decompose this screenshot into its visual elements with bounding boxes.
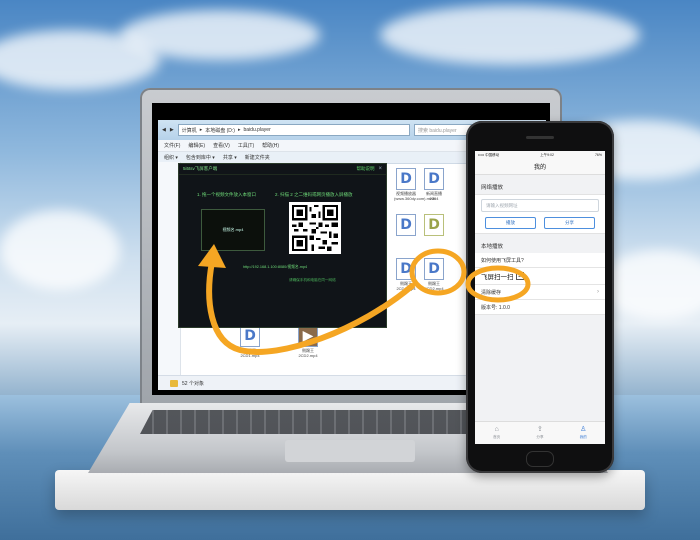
share-icon: ⇪ <box>537 426 543 433</box>
include-library-button[interactable]: 包含到库中 ▾ <box>185 155 215 161</box>
network-hint: 请确保手机和电脑在同一网络 <box>289 278 336 282</box>
breadcrumb-folder[interactable]: baidu.player <box>243 127 271 133</box>
laptop-trackpad <box>285 440 415 462</box>
new-folder-button[interactable]: 新建文件夹 <box>244 155 270 161</box>
carrier-label: ••••• 中国移动 <box>478 152 500 157</box>
file-item[interactable]: D 视频播放器(www.360dy.com).rmvb <box>394 168 436 201</box>
tab-share[interactable]: ⇪ 分享 <box>536 426 544 439</box>
smartphone: ••••• 中国移动 上午9:02 76% 我的 网络播放 播放 分享 本地播放… <box>466 121 614 473</box>
phone-status-bar: ••••• 中国移动 上午9:02 76% <box>475 151 605 159</box>
share-button[interactable]: 分享 <box>544 217 595 229</box>
version-row: 版本号: 1.0.0 <box>475 300 605 315</box>
menu-edit[interactable]: 编辑(E) <box>188 143 206 149</box>
file-item[interactable]: D 侧踢王2CD1.mp4 <box>238 325 262 358</box>
video-file-icon: D <box>396 168 416 190</box>
file-item[interactable]: D <box>394 214 418 237</box>
play-button[interactable]: 播放 <box>485 217 536 229</box>
phone-screen: ••••• 中国移动 上午9:02 76% 我的 网络播放 播放 分享 本地播放… <box>475 151 605 444</box>
video-file-icon: D <box>424 168 444 190</box>
menu-tools[interactable]: 工具(T) <box>237 143 255 149</box>
clear-cache-row[interactable]: 清除缓存 › <box>475 285 605 300</box>
phone-nav-bar: 我的 <box>475 159 605 175</box>
video-thumbnail-icon: ▶ <box>298 325 318 347</box>
dialog-title: 5i5tsv飞屏客户端 <box>183 166 218 171</box>
video-file-icon: D <box>240 325 260 347</box>
step-2-text: 2. 扫描 2 之二维码或网页播放入屏播放 <box>275 192 353 197</box>
status-count: 52 个对象 <box>182 380 204 387</box>
qr-code <box>289 202 341 254</box>
dropped-file-name: 视频名.mp4 <box>222 227 244 232</box>
table-surface <box>55 470 645 510</box>
tab-home[interactable]: ⌂ 首页 <box>493 426 501 439</box>
page-title: 我的 <box>533 165 546 171</box>
file-item[interactable]: D 侧踢王2CD1.mp4 <box>394 258 418 291</box>
tab-mine[interactable]: ♙ 我的 <box>579 426 587 439</box>
forward-icon[interactable]: ▶ <box>169 127 174 133</box>
dialog-titlebar: 5i5tsv飞屏客户端 帮助说明 × <box>179 164 386 175</box>
qr-code-icon <box>292 205 338 251</box>
feiping-scan-label: 飞屏扫一扫 <box>481 274 514 281</box>
video-url-input[interactable] <box>481 199 599 212</box>
address-bar[interactable]: 计算机 ▸ 本地磁盘 (D:) ▸ baidu.player <box>177 124 410 136</box>
drop-zone[interactable]: 视频名.mp4 <box>201 209 265 251</box>
stream-url[interactable]: http://192.168.1.100:8080/视频名.mp4 <box>243 265 308 269</box>
video-file-icon: D <box>424 258 444 280</box>
close-icon[interactable]: × <box>378 166 382 172</box>
home-button[interactable] <box>526 451 554 467</box>
video-file-icon: D <box>396 258 416 280</box>
breadcrumb-drive[interactable]: 本地磁盘 (D:) <box>205 127 235 134</box>
phone-tab-bar: ⌂ 首页 ⇪ 分享 ♙ 我的 <box>475 421 605 444</box>
home-icon: ⌂ <box>494 426 499 433</box>
network-play-label: 网络播放 <box>481 185 504 191</box>
clock-label: 上午9:02 <box>540 152 554 157</box>
back-icon[interactable]: ◀ <box>162 127 166 133</box>
file-item[interactable]: ▶ 侧踢王2CD2.mp4 <box>296 325 320 358</box>
file-item[interactable]: D 侧踢王2CD2.mp4 <box>422 258 446 291</box>
folder-icon <box>170 379 178 387</box>
scan-icon: ⌗ <box>515 272 524 280</box>
video-file-icon: D <box>424 214 444 236</box>
video-file-icon: D <box>396 214 416 236</box>
feiping-scan-row[interactable]: 飞屏扫一扫 ⌗ <box>475 268 605 285</box>
menu-help[interactable]: 帮助(H) <box>262 143 280 149</box>
share-button[interactable]: 共享 ▾ <box>222 155 237 161</box>
feiping-client-dialog: 5i5tsv飞屏客户端 帮助说明 × 1. 拖一个视频文件放入本窗口 2. 扫描… <box>178 163 387 328</box>
menu-view[interactable]: 查看(V) <box>213 143 230 149</box>
menu-file[interactable]: 文件(F) <box>164 143 181 149</box>
status-bar: 52 个对象 <box>158 375 546 390</box>
organize-button[interactable]: 组织 ▾ <box>164 155 178 161</box>
breadcrumb-computer[interactable]: 计算机 <box>181 127 197 134</box>
local-play-label: 本地播放 <box>481 244 504 250</box>
help-link[interactable]: 帮助说明 <box>356 166 375 171</box>
help-row[interactable]: 如何使用飞屏工具? <box>475 253 605 268</box>
chevron-right-icon: › <box>597 289 599 295</box>
step-1-text: 1. 拖一个视频文件放入本窗口 <box>197 192 257 197</box>
file-item[interactable]: D <box>422 214 446 237</box>
user-icon: ♙ <box>580 426 587 433</box>
menu-bar: 文件(F) 编辑(E) 查看(V) 工具(T) 帮助(H) <box>158 140 546 152</box>
file-item[interactable]: D 新闻直播2304 <box>422 168 446 201</box>
battery-label: 76% <box>594 153 602 157</box>
network-play-panel: 播放 分享 <box>475 194 605 234</box>
